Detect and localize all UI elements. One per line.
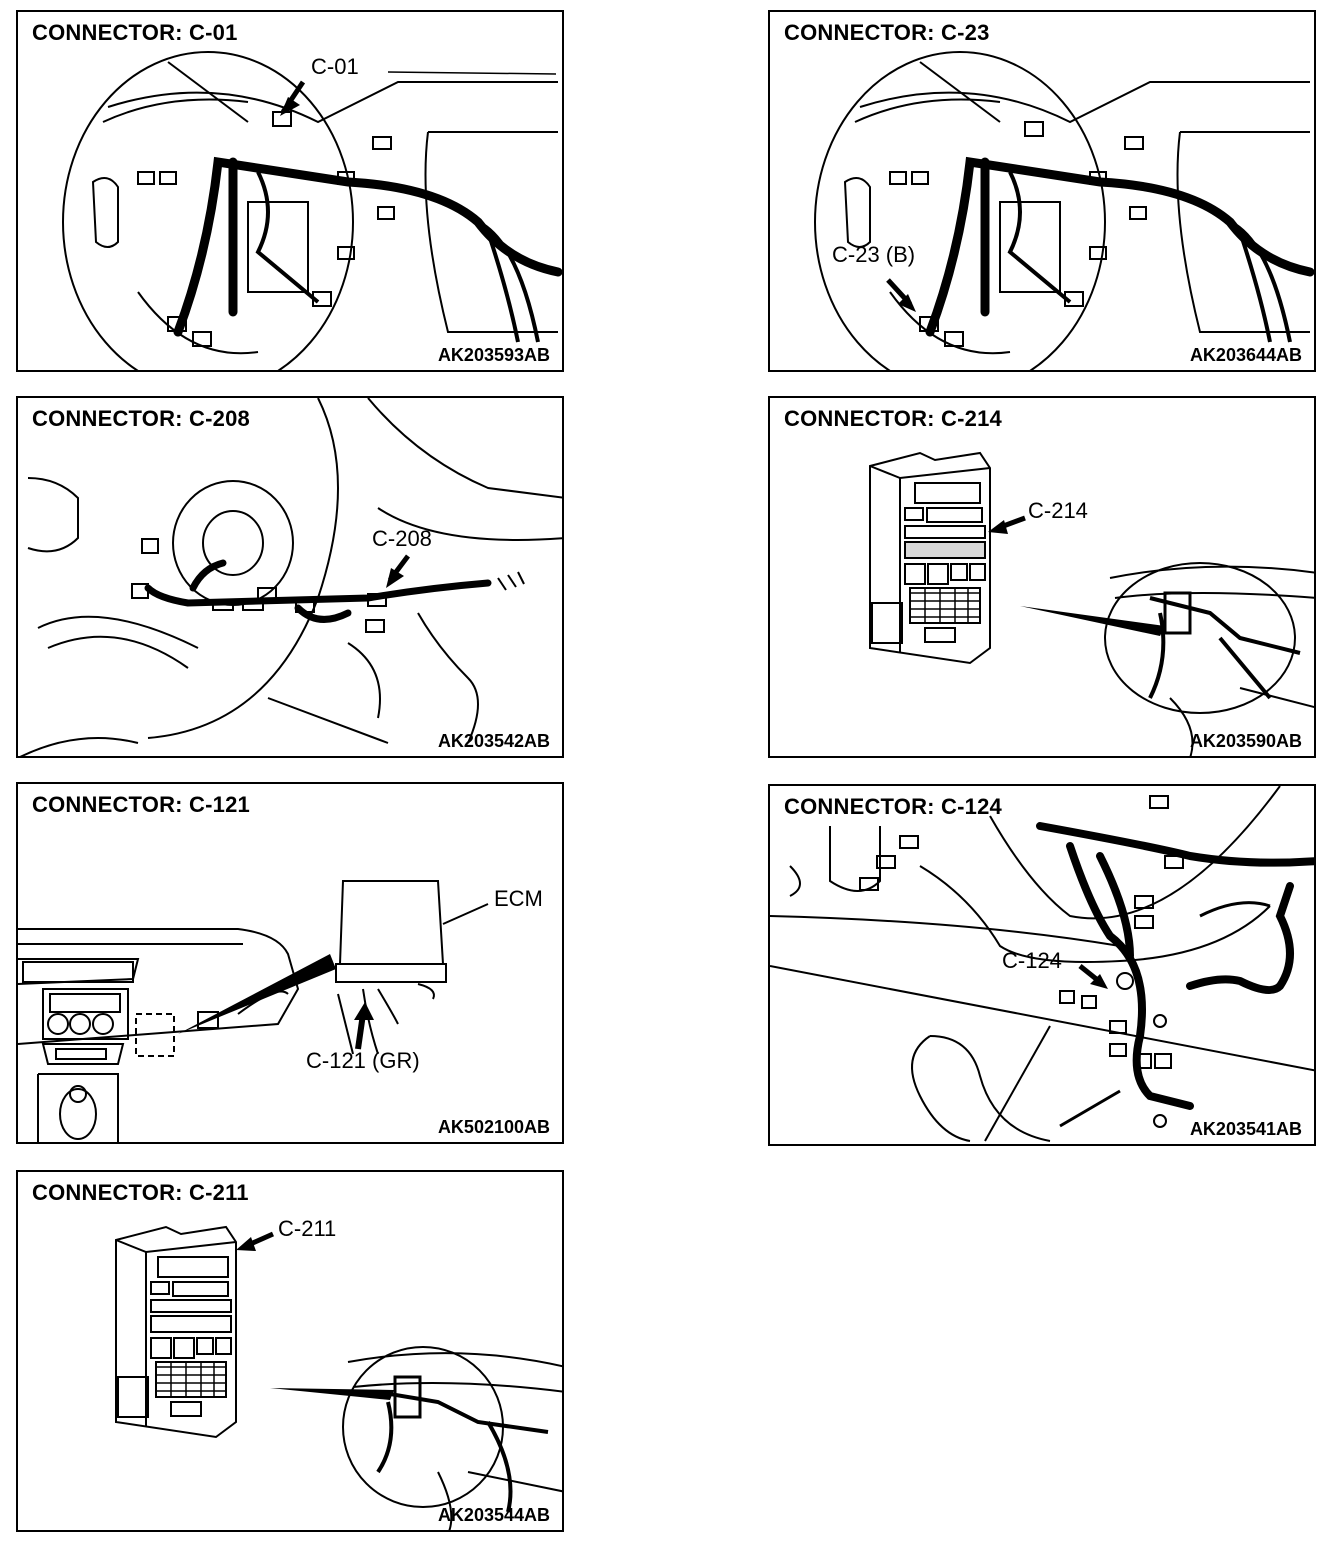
ecm-location-drawing [18,880,489,1142]
connector-label-c01: C-01 [311,54,359,79]
figure-code: AK203542AB [437,731,550,751]
steering-column-drawing [19,398,562,756]
ecm-label: ECM [494,886,543,911]
junction-block-drawing [869,451,1314,756]
connector-label-c121: C-121 (GR) [306,1048,420,1073]
connector-panel-c124: CONNECTOR: C-124 C-124 AK203541AB [768,784,1316,1146]
figure-code: AK203544AB [437,1505,550,1525]
panel-title: CONNECTOR: C-214 [784,406,1002,431]
connector-label-c124: C-124 [1002,948,1062,973]
figure-code: AK203644AB [1189,345,1302,365]
figure-code: AK203593AB [437,345,550,365]
figure-code: AK203590AB [1189,731,1302,751]
connector-panel-c01: CONNECTOR: C-01 C-01 AK203593AB [16,10,564,372]
dashboard-harness-drawing [814,51,1314,370]
figure-code: AK502100AB [437,1117,550,1137]
panel-title: CONNECTOR: C-121 [32,792,250,817]
connector-label-c23: C-23 (B) [832,242,916,267]
panel-title: CONNECTOR: C-211 [32,1180,249,1205]
figure-code: AK203541AB [1189,1119,1302,1139]
dashboard-harness-drawing [62,51,562,370]
connector-panel-c23: CONNECTOR: C-23 C-23 (B) AK203644AB [768,10,1316,372]
connector-label-c208: C-208 [372,526,432,551]
panel-title: CONNECTOR: C-23 [784,20,990,45]
panel-title: CONNECTOR: C-01 [32,20,238,45]
connector-panel-c214: CONNECTOR: C-214 C-214 AK203590AB [768,396,1316,758]
panel-title: CONNECTOR: C-124 [784,794,1002,819]
panel-title: CONNECTOR: C-208 [32,406,250,431]
junction-block-drawing [115,1225,562,1530]
connector-panel-c211: CONNECTOR: C-211 C-211 AK203544AB [16,1170,564,1532]
connector-panel-c208: CONNECTOR: C-208 C-208 AK203542AB [16,396,564,758]
under-dash-harness-drawing [770,786,1314,1142]
connector-label-c214: C-214 [1028,498,1088,523]
connector-panel-c121: CONNECTOR: C-121 ECM C-121 (GR) AK502100… [16,782,564,1144]
connector-label-c211: C-211 [278,1216,337,1241]
